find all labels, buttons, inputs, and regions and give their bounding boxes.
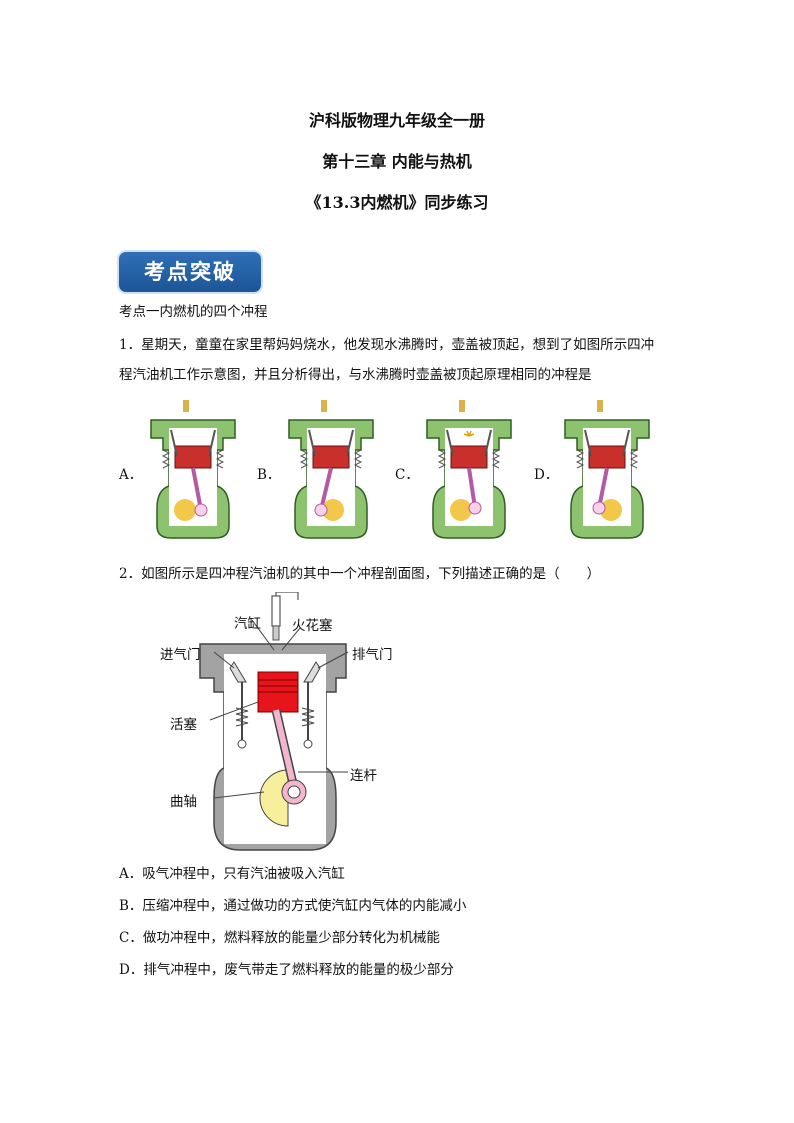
label-connecting-rod: 连杆 bbox=[350, 768, 377, 784]
label-spark-plug: 火花塞 bbox=[292, 618, 333, 634]
engine-diagram-b bbox=[288, 400, 374, 539]
option-b-label: B． bbox=[257, 467, 281, 483]
engine-diagram-a bbox=[150, 400, 236, 539]
choice-b: B．压缩冲程中，通过做功的方式使汽缸内气体的内能减小 bbox=[119, 898, 467, 914]
option-c-label: C． bbox=[395, 467, 419, 483]
chapter-title: 第十三章 内能与热机 bbox=[322, 152, 472, 171]
document-title: 沪科版物理九年级全一册 bbox=[308, 111, 485, 130]
section-banner: 考点突破 bbox=[119, 252, 261, 292]
question-1-line-1: 1．星期天，童童在家里帮妈妈烧水，他发现水沸腾时，壶盖被顶起，想到了如图所示四冲 bbox=[119, 337, 655, 353]
engine-cross-section-diagram bbox=[199, 592, 349, 851]
lesson-title: 《13.3内燃机》同步练习 bbox=[305, 193, 489, 212]
engine-diagram-d bbox=[564, 400, 650, 539]
label-intake-valve: 进气门 bbox=[160, 647, 201, 663]
label-crankshaft: 曲轴 bbox=[170, 794, 197, 810]
label-piston: 活塞 bbox=[170, 717, 197, 733]
option-d-label: D． bbox=[534, 467, 559, 483]
question-1-line-2: 程汽油机工作示意图，并且分析得出，与水沸腾时壶盖被顶起原理相同的冲程是 bbox=[119, 367, 592, 383]
question-2-stem: 2．如图所示是四冲程汽油机的其中一个冲程剖面图，下列描述正确的是（ ） bbox=[119, 566, 601, 582]
topic-heading: 考点一内燃机的四个冲程 bbox=[119, 304, 268, 320]
engine-diagram-c bbox=[426, 400, 512, 539]
option-a-label: A． bbox=[119, 467, 143, 483]
choice-d: D．排气冲程中，废气带走了燃料释放的能量的极少部分 bbox=[119, 962, 454, 978]
label-cylinder: 汽缸 bbox=[234, 616, 261, 632]
choice-a: A．吸气冲程中，只有汽油被吸入汽缸 bbox=[119, 866, 345, 882]
choice-c: C．做功冲程中，燃料释放的能量少部分转化为机械能 bbox=[119, 930, 440, 946]
label-exhaust-valve: 排气门 bbox=[352, 647, 393, 663]
